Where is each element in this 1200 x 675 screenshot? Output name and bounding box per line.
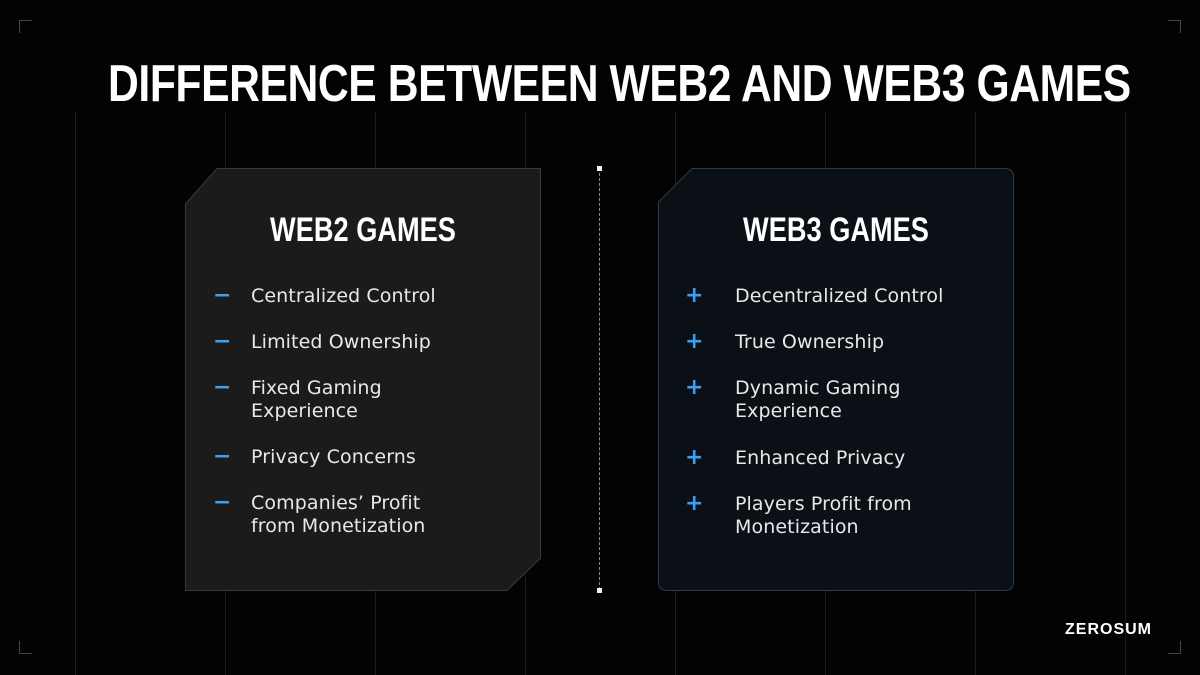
list-item-label: Enhanced Privacy <box>735 447 906 469</box>
plus-icon: + <box>685 445 704 470</box>
corner-bracket-bottom-left <box>19 641 32 654</box>
plus-icon: + <box>685 283 704 308</box>
minus-icon: − <box>213 490 232 515</box>
minus-icon: − <box>213 375 232 400</box>
plus-icon: + <box>685 329 704 354</box>
grid-line <box>75 112 76 675</box>
page-title: DIFFERENCE BETWEEN WEB2 AND WEB3 GAMES <box>108 55 1131 113</box>
minus-icon: − <box>213 283 232 308</box>
web3-card-title: WEB3 GAMES <box>743 211 929 249</box>
list-item-label: Fixed Gaming Experience <box>251 377 382 422</box>
web3-card: WEB3 GAMES + Decentralized Control + Tru… <box>658 168 1014 591</box>
corner-bracket-top-left <box>19 20 32 33</box>
divider-cap-bottom <box>597 588 602 593</box>
web2-card: WEB2 GAMES − Centralized Control − Limit… <box>185 168 541 591</box>
web2-card-title: WEB2 GAMES <box>270 211 456 249</box>
corner-bracket-top-right <box>1168 20 1181 33</box>
divider-cap-top <box>597 166 602 171</box>
plus-icon: + <box>685 375 704 400</box>
plus-icon: + <box>685 491 704 516</box>
web2-card-background <box>185 168 541 591</box>
minus-icon: − <box>213 329 232 354</box>
list-item-label: Limited Ownership <box>251 331 431 353</box>
list-item-label: Privacy Concerns <box>251 446 416 468</box>
brand-logo: ZEROSUM <box>1065 621 1152 638</box>
grid-line <box>1125 112 1126 675</box>
center-divider <box>599 168 600 590</box>
list-item-label: Players Profit from Monetization <box>735 493 912 538</box>
list-item-label: True Ownership <box>735 331 885 353</box>
list-item-label: Centralized Control <box>251 285 436 307</box>
minus-icon: − <box>213 444 232 469</box>
list-item-label: Dynamic Gaming Experience <box>735 377 901 422</box>
corner-bracket-bottom-right <box>1168 641 1181 654</box>
list-item-label: Companies’ Profit from Monetization <box>251 492 426 537</box>
web3-card-background <box>658 168 1014 591</box>
list-item-label: Decentralized Control <box>735 285 944 307</box>
